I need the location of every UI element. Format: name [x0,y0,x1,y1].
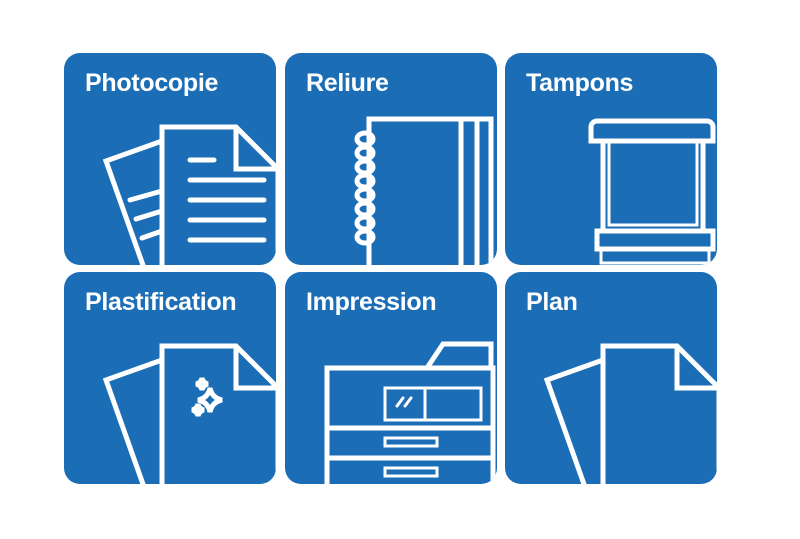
laminated-sheet-icon [102,343,276,484]
tile-plastification[interactable]: Plastification [64,272,276,484]
tile-label: Plan [526,288,578,316]
tile-plan[interactable]: Plan [505,272,717,484]
tile-label: Reliure [306,69,389,97]
tile-label: Plastification [85,288,237,316]
sparkle-icon [191,377,223,417]
tile-label: Tampons [526,69,634,97]
tile-reliure[interactable]: Reliure [285,53,497,265]
tile-impression[interactable]: Impression [285,272,497,484]
tile-label: Impression [306,288,437,316]
photocopy-icon [102,124,276,265]
tile-label: Photocopie [85,69,219,97]
printer-icon [324,341,496,484]
tile-tampons[interactable]: Tampons [505,53,717,265]
tile-photocopie[interactable]: Photocopie [64,53,276,265]
stamp-icon [588,118,716,265]
plan-sheets-icon [543,343,717,484]
binding-notebook-icon [354,116,494,265]
